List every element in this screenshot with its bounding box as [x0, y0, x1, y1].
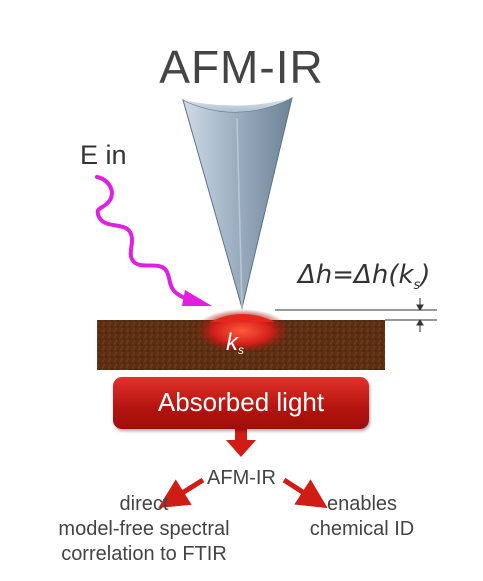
right-outcome-line: chemical ID — [309, 518, 415, 540]
height-change-main: Δh=Δh(k — [298, 260, 414, 290]
absorbed-light-label: Absorbed light — [157, 387, 325, 417]
absorbed-light-box — [113, 377, 369, 429]
surface-bulge — [210, 314, 275, 322]
sample-stiffness-label: ks — [226, 329, 244, 357]
diagram-title: AFM-IR — [159, 41, 324, 93]
left-branch-arrow — [158, 477, 205, 508]
right-outcome-line: enables — [326, 493, 398, 515]
right-branch-arrow — [282, 477, 328, 509]
height-change-indicator — [275, 298, 437, 332]
left-outcome-line: model-free spectral — [58, 518, 230, 540]
afm-tip-icon — [182, 97, 293, 310]
left-outcome-line: direct — [119, 493, 169, 515]
height-change-close: ) — [420, 260, 431, 290]
height-change-label: Δh=Δh(ks) — [298, 262, 430, 292]
left-outcome-line: correlation to FTIR — [61, 543, 227, 565]
sample-label-main: k — [226, 329, 238, 356]
down-arrow-icon — [226, 428, 256, 457]
sample-label-sub: s — [238, 343, 244, 357]
left-outcome-label: direct model-free spectral correlation t… — [24, 492, 264, 567]
incident-light-wave — [95, 175, 192, 302]
incident-light-label: E in — [80, 140, 127, 170]
incident-arrow-head — [182, 290, 212, 306]
technique-label: AFM-IR — [207, 467, 276, 489]
height-change-sub: s — [413, 278, 421, 294]
right-outcome-label: enables chemical ID — [282, 492, 442, 542]
